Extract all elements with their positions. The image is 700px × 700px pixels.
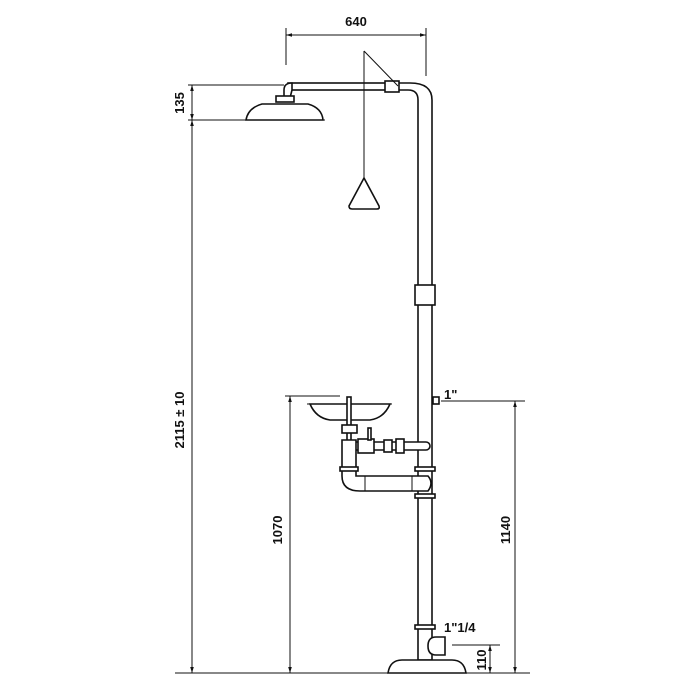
pull-rod (363, 50, 399, 87)
dim-total-height: 2115 ± 10 (172, 120, 194, 673)
dim-head-height: 135 (172, 84, 284, 121)
dim-arm-length: 640 (285, 14, 427, 76)
svg-text:1140: 1140 (498, 516, 513, 544)
dim-outlet-height: 110 1"1/4 (444, 620, 500, 673)
svg-text:135: 135 (172, 92, 187, 114)
eyewash-assembly (307, 396, 436, 499)
dim-inlet-height: 1140 1" (441, 387, 525, 673)
shower-head (245, 103, 324, 121)
outlet-fitting (427, 636, 446, 656)
dim-bowl-height: 1070 (270, 395, 340, 673)
svg-text:1"1/4: 1"1/4 (444, 620, 476, 635)
inlet-fitting (432, 396, 440, 405)
pull-handle (348, 176, 381, 210)
svg-text:1": 1" (444, 387, 457, 402)
svg-text:640: 640 (345, 14, 367, 29)
svg-text:2115 ± 10: 2115 ± 10 (172, 391, 187, 448)
base-plate (387, 659, 467, 674)
svg-text:1070: 1070 (270, 516, 285, 545)
shower-assembly (243, 50, 436, 661)
svg-text:110: 110 (474, 650, 489, 671)
